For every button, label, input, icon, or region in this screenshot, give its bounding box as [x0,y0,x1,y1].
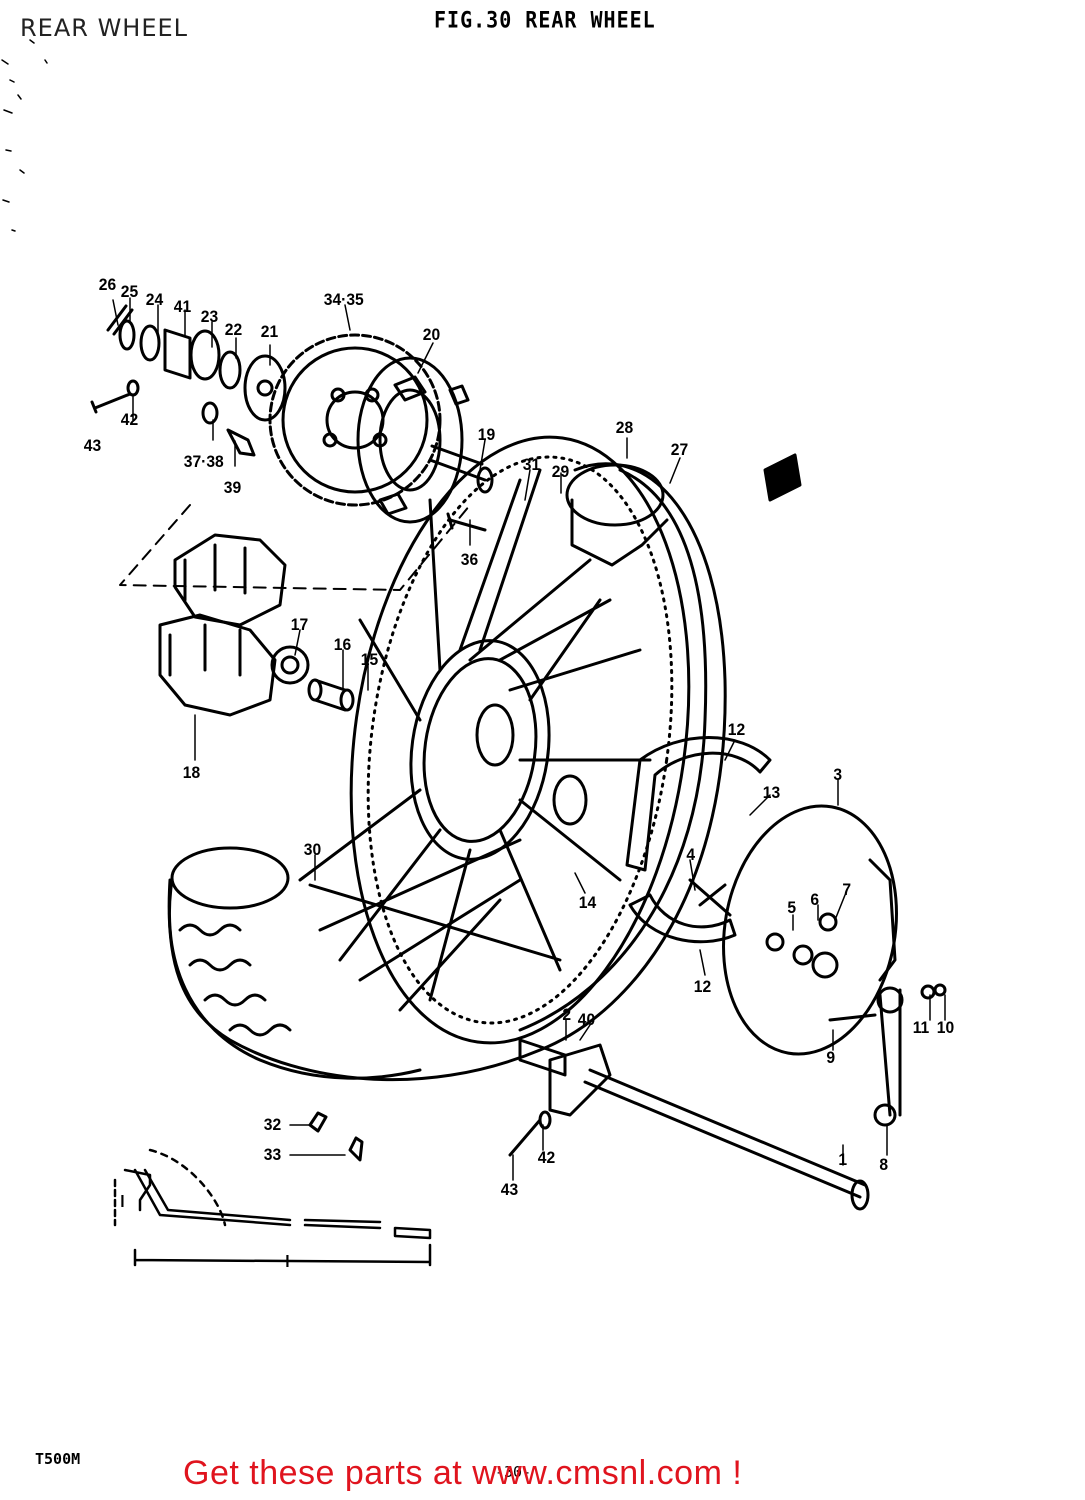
callout-l-horizontal: l [285,1252,290,1271]
scan-noise [1,39,48,232]
callout-4: 4 [686,845,696,864]
callout-7: 7 [842,880,852,899]
brake-panel [722,804,898,1056]
callout-10: 10 [936,1018,955,1037]
assembly-outline [119,504,471,591]
sprocket-drum [356,356,494,524]
callout-6: 6 [810,890,820,909]
brake-lever [828,983,947,1127]
callout-29: 29 [551,462,570,481]
leader-lines [112,297,946,1181]
callout-40: 40 [577,1010,596,1029]
rear-sprocket [268,333,442,507]
callout-42: 42 [120,410,139,429]
callout-36: 36 [460,550,479,569]
callout-34-35: 34·35 [323,290,364,309]
callout-43: 43 [83,436,102,455]
rear-axle [508,1038,870,1211]
callout-12-bottom: 12 [693,977,712,996]
callout-16: 16 [333,635,352,654]
callout-42-bottom: 42 [537,1148,556,1167]
page-title: REAR WHEEL [20,14,189,42]
spacer-16 [307,678,355,712]
callout-23: 23 [200,307,219,326]
callout-39: 39 [223,478,242,497]
callout-9: 9 [826,1048,836,1067]
bolt-36 [446,512,487,532]
bearing-17 [270,645,310,685]
spoke-nipples [308,1111,364,1162]
callout-5: 5 [787,898,797,917]
callout-28: 28 [615,418,634,437]
callout-32: 32 [263,1115,282,1134]
brake-cam-part [763,453,802,502]
callout-30: 30 [303,840,322,859]
figure-title: FIG.30 REAR WHEEL [434,6,656,34]
callout-43-bottom: 43 [500,1180,519,1199]
callout-19: 19 [477,425,496,444]
callout-27: 27 [670,440,689,459]
wheel-rim [298,435,691,1045]
callout-12-top: 12 [727,720,746,739]
callout-14: 14 [578,893,597,912]
brake-shoes [625,736,772,944]
callout-8: 8 [879,1155,889,1174]
callout-20: 20 [422,325,441,344]
axle-bearing-stack [90,304,287,457]
cush-dampers [158,533,287,717]
callout-1: 1 [838,1150,848,1169]
callout-15: 15 [360,650,379,669]
callout-11: 11 [912,1018,930,1037]
callout-13: 13 [762,783,781,802]
callout-18: 18 [182,763,201,782]
callout-25: 25 [120,282,139,301]
callout-41: 41 [173,297,192,316]
callout-37-38: 37·38 [183,452,224,471]
callout-2: 2 [562,1005,572,1024]
model-code: T500M [35,1450,81,1468]
tire [167,462,727,1082]
callout-33: 33 [263,1145,282,1164]
callout-24: 24 [145,290,164,309]
callout-3: 3 [833,765,843,784]
callout-17: 17 [290,615,309,634]
callout-22: 22 [224,320,243,339]
callout-21: 21 [260,322,279,341]
callout-26: 26 [98,275,117,294]
callout-l-vertical: l [120,1192,125,1211]
spoke-bend-detail [113,1148,432,1267]
page-number: -30- [495,1463,532,1481]
promo-banner[interactable]: Get these parts at www.cmsnl.com ! [183,1454,743,1492]
callout-31: 31 [522,455,541,474]
